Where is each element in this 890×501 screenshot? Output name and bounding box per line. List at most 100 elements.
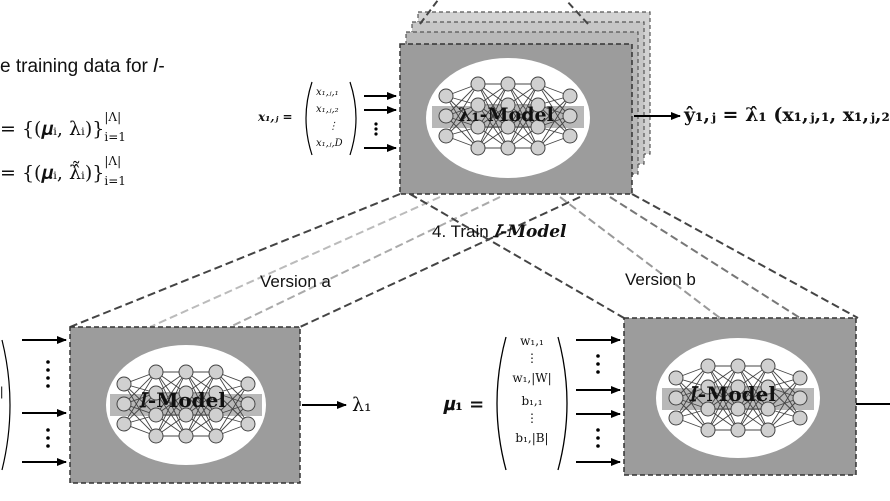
left-line2-sup: |Λ| [104,110,122,124]
step-label: 4. Train 𝐼-Model [432,222,567,242]
nn-node [116,376,132,392]
nn-edge [155,392,187,437]
nn-node [208,407,224,423]
nn-edge [123,383,157,437]
top-model-output: ŷ₁,ⱼ = λ̂₁ (x₁,ⱼ,₁, x₁,ⱼ,₂ [684,104,890,126]
left-text-line2: = {(𝝁ᵢ, λᵢ)} |Λ| i=1 [0,110,134,144]
model-b-paren-right [557,336,568,471]
nn-node [760,401,776,417]
nn-edge [477,83,509,128]
nn-edge [123,371,157,425]
nn-node [668,390,684,406]
version-b-label: Version b [625,270,696,289]
nn-node [470,119,486,135]
top-input-1: x₁,ⱼ,₁ [316,87,339,98]
nn-node [470,140,486,156]
nn-node [730,401,746,417]
nn-node [240,396,256,412]
nn-node [700,422,716,438]
nn-node [116,396,132,412]
nn-node [500,97,516,113]
left-line3-sub: i=1 [104,174,126,188]
nn-edge [707,365,739,431]
nn-node [116,416,132,432]
top-input-dots: ⋮ [328,121,338,132]
model-a-label: 𝐼-Model [140,388,226,412]
nn-edge [155,371,187,437]
nn-node [760,379,776,395]
top-input-label: x₁,ⱼ = [258,110,293,124]
top-model-box [399,43,633,195]
nn-node [530,140,546,156]
top-input-arrows [364,92,397,152]
nn-band [662,388,814,410]
nn-node [500,140,516,156]
top-input-2: x₁,ⱼ,₂ [316,104,339,115]
step-label-model: 𝐼-Model [493,222,567,242]
nn-node [562,128,578,144]
nn-edge [185,371,217,416]
model-b-label: 𝐼-Model [690,382,776,406]
nn-band [432,106,584,128]
nn-node [730,379,746,395]
nn-edge [215,383,249,437]
nn-edge [675,365,709,419]
nn-node [562,108,578,124]
nn-edge [123,371,157,405]
nn-node [562,88,578,104]
nn-node [730,422,746,438]
nn-node [470,76,486,92]
nn-node [438,108,454,124]
nn-edge [185,371,217,437]
nn-edge [215,371,249,425]
nn-node [500,76,516,92]
nn-edge [737,386,769,431]
model-b-box [623,317,857,476]
nn-edge [537,115,571,149]
nn-edge [737,365,769,410]
model-a-neural-network-icon [110,364,262,444]
nn-node [760,358,776,374]
top-input-vector: x₁,ⱼ,₁ x₁,ⱼ,₂ ⋮ x₁,ⱼ,D [316,84,343,152]
nn-node [792,370,808,386]
nn-edge [155,371,187,416]
model-b-input-1: w₁,₁ [520,334,544,348]
model-b-input-5: ⋮ [526,411,538,425]
nn-edge [767,377,801,431]
left-line2-main: = {(𝝁ᵢ, λᵢ)} [0,118,105,140]
left-text-line1: e training data for 𝐼- [0,56,165,77]
nn-node [438,128,454,144]
nn-edge [445,115,479,149]
model-a-left-fragment: | [0,384,4,399]
nn-node [148,428,164,444]
model-a-paren-right [1,339,11,471]
nn-edge [675,397,709,431]
nn-node [178,385,194,401]
nn-node [792,410,808,426]
model-b-input-arrows [576,336,621,466]
model-b-input-label: 𝝁₁ = [444,394,485,415]
nn-node [730,358,746,374]
nn-edge [477,83,509,149]
nn-node [500,119,516,135]
nn-node [470,97,486,113]
model-b-input-6: b₁,|B| [515,431,549,445]
model-b-input-vector: w₁,₁ ⋮ w₁,|W| b₁,₁ ⋮ b₁,|B| [508,331,556,451]
nn-node [530,119,546,135]
nn-node [668,410,684,426]
nn-node [208,428,224,444]
nn-node [438,88,454,104]
nn-edge [445,95,479,149]
nn-edge [537,83,571,137]
nn-edge [507,104,539,149]
nn-edge [767,365,801,419]
nn-node [700,358,716,374]
nn-edge [537,83,571,117]
nn-node [178,407,194,423]
nn-edge [123,403,157,437]
nn-edge [215,371,249,405]
model-b-paren-left [496,336,507,471]
model-a-box [69,326,301,484]
nn-node [530,76,546,92]
